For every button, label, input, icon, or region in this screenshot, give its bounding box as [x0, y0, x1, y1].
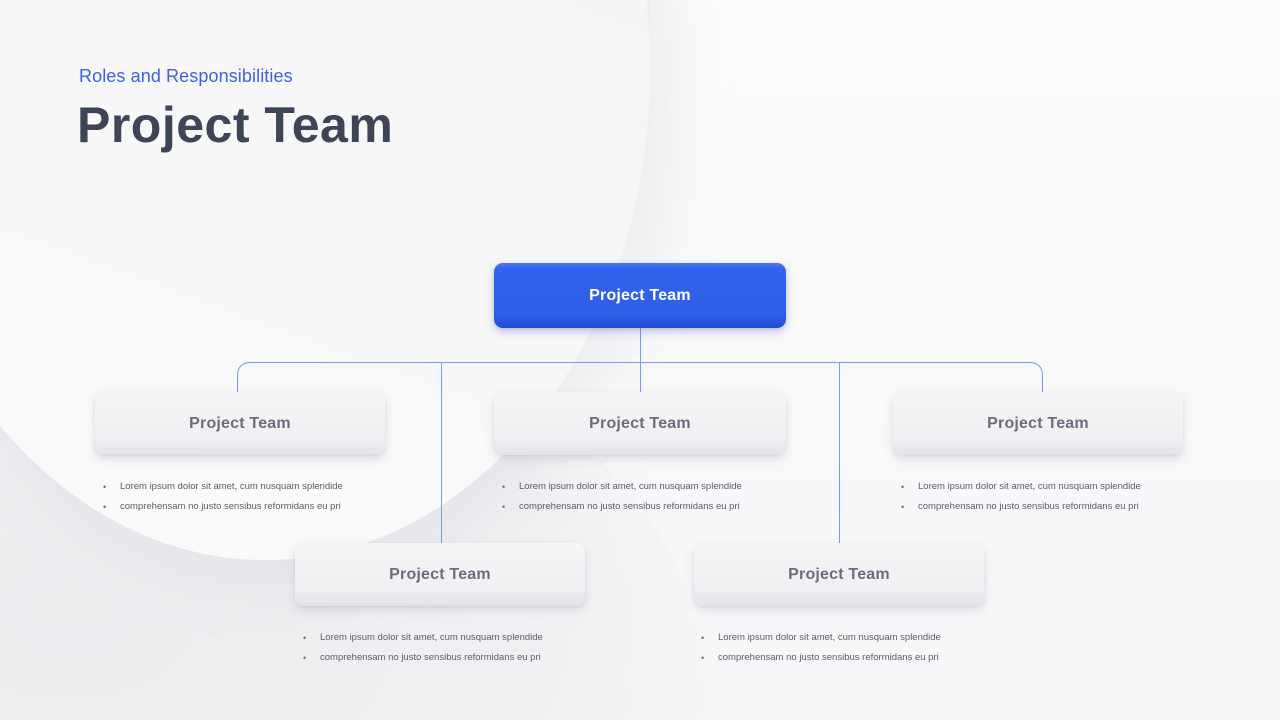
slide-title: Project Team [77, 97, 394, 153]
org-node-child-3[interactable]: Project Team [893, 392, 1183, 455]
bullet-icon: • [303, 633, 307, 643]
bullet-icon: • [502, 502, 506, 512]
bullet-list-child-2: •Lorem ipsum dolor sit amet, cum nusquam… [501, 477, 781, 517]
org-node-child-5[interactable]: Project Team [694, 543, 984, 606]
bullet-item: •Lorem ipsum dolor sit amet, cum nusquam… [501, 477, 781, 497]
org-node-label: Project Team [589, 414, 691, 432]
bullet-item: •Lorem ipsum dolor sit amet, cum nusquam… [102, 477, 382, 497]
connector-horizontal-bar [237, 362, 1043, 392]
org-node-label: Project Team [987, 414, 1089, 432]
bullet-item: •Lorem ipsum dolor sit amet, cum nusquam… [302, 628, 582, 648]
org-node-root-label: Project Team [589, 286, 691, 304]
bullet-icon: • [303, 653, 307, 663]
bullet-item: •Lorem ipsum dolor sit amet, cum nusquam… [700, 628, 980, 648]
bullet-item: •Lorem ipsum dolor sit amet, cum nusquam… [900, 477, 1180, 497]
bullet-icon: • [701, 633, 705, 643]
org-node-child-4[interactable]: Project Team [295, 543, 585, 606]
org-node-label: Project Team [189, 414, 291, 432]
bullet-list-child-4: •Lorem ipsum dolor sit amet, cum nusquam… [302, 628, 582, 668]
bullet-icon: • [103, 502, 107, 512]
bullet-icon: • [103, 482, 107, 492]
org-node-child-2[interactable]: Project Team [494, 392, 786, 455]
bullet-item: •comprehensam no justo sensibus reformid… [501, 497, 781, 517]
bullet-icon: • [901, 482, 905, 492]
bullet-list-child-1: •Lorem ipsum dolor sit amet, cum nusquam… [102, 477, 382, 517]
org-node-label: Project Team [788, 565, 890, 583]
bullet-icon: • [502, 482, 506, 492]
bullet-list-child-3: •Lorem ipsum dolor sit amet, cum nusquam… [900, 477, 1180, 517]
slide-subtitle: Roles and Responsibilities [79, 66, 293, 86]
bullet-item: •comprehensam no justo sensibus reformid… [900, 497, 1180, 517]
bullet-icon: • [901, 502, 905, 512]
bullet-item: •comprehensam no justo sensibus reformid… [102, 497, 382, 517]
org-node-child-1[interactable]: Project Team [95, 392, 385, 455]
bullet-icon: • [701, 653, 705, 663]
bullet-item: •comprehensam no justo sensibus reformid… [302, 648, 582, 668]
bullet-list-child-5: •Lorem ipsum dolor sit amet, cum nusquam… [700, 628, 980, 668]
org-node-root[interactable]: Project Team [494, 263, 786, 328]
org-node-label: Project Team [389, 565, 491, 583]
bullet-item: •comprehensam no justo sensibus reformid… [700, 648, 980, 668]
